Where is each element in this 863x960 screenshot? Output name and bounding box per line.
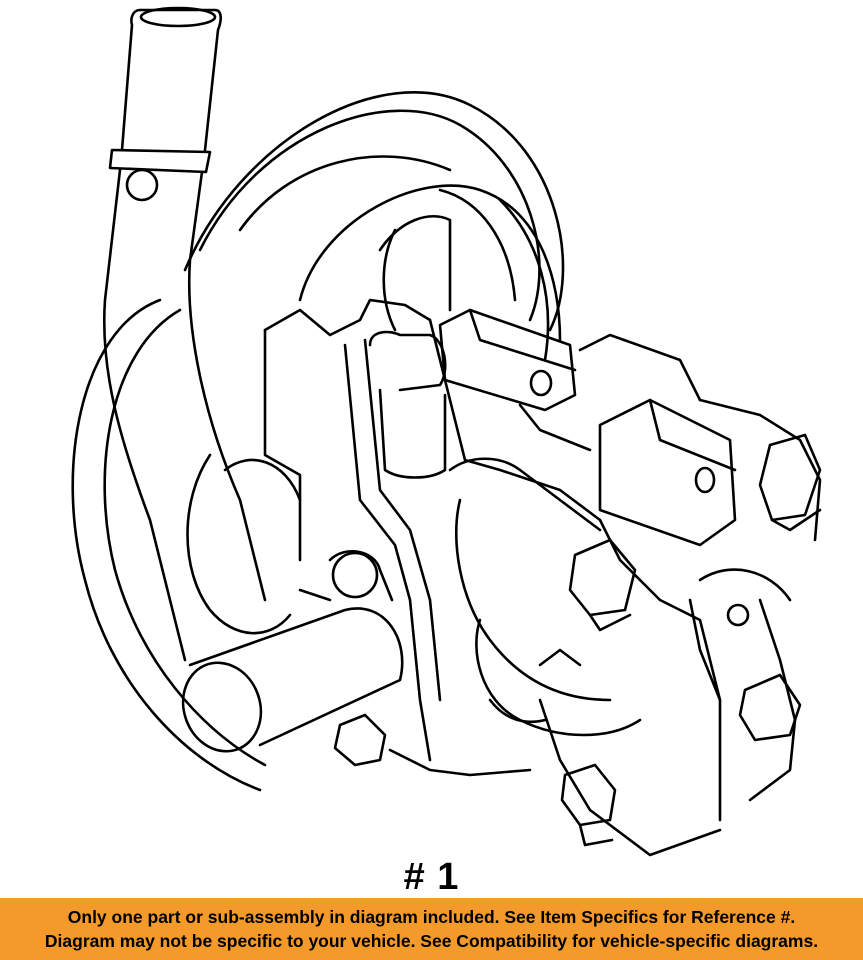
pump-housing <box>263 298 642 777</box>
bolt-head-lower-right <box>738 673 802 742</box>
return-pipe <box>102 6 267 662</box>
disclaimer-banner: Only one part or sub-assembly in diagram… <box>0 898 863 960</box>
inlet-elbow <box>181 550 404 753</box>
disclaimer-line-2: Diagram may not be specific to your vehi… <box>44 931 819 951</box>
hose-loops <box>71 91 565 792</box>
bolt-head-middle <box>568 538 637 617</box>
bolt-head-top-right <box>758 433 822 522</box>
part-number-label: # 1 <box>403 856 460 898</box>
right-mounting-bracket <box>578 333 822 547</box>
pulley-disc <box>186 155 550 635</box>
fittings <box>298 588 750 724</box>
power-steering-pump-line-drawing <box>71 6 822 857</box>
disclaimer-line-1: Only one part or sub-assembly in diagram… <box>67 907 796 927</box>
rear-cover <box>538 518 797 857</box>
bolt-head-bottom <box>560 763 617 827</box>
bolt-heads <box>333 433 822 847</box>
upper-mounting-bracket <box>438 308 592 452</box>
bolt-head-left <box>333 713 387 767</box>
